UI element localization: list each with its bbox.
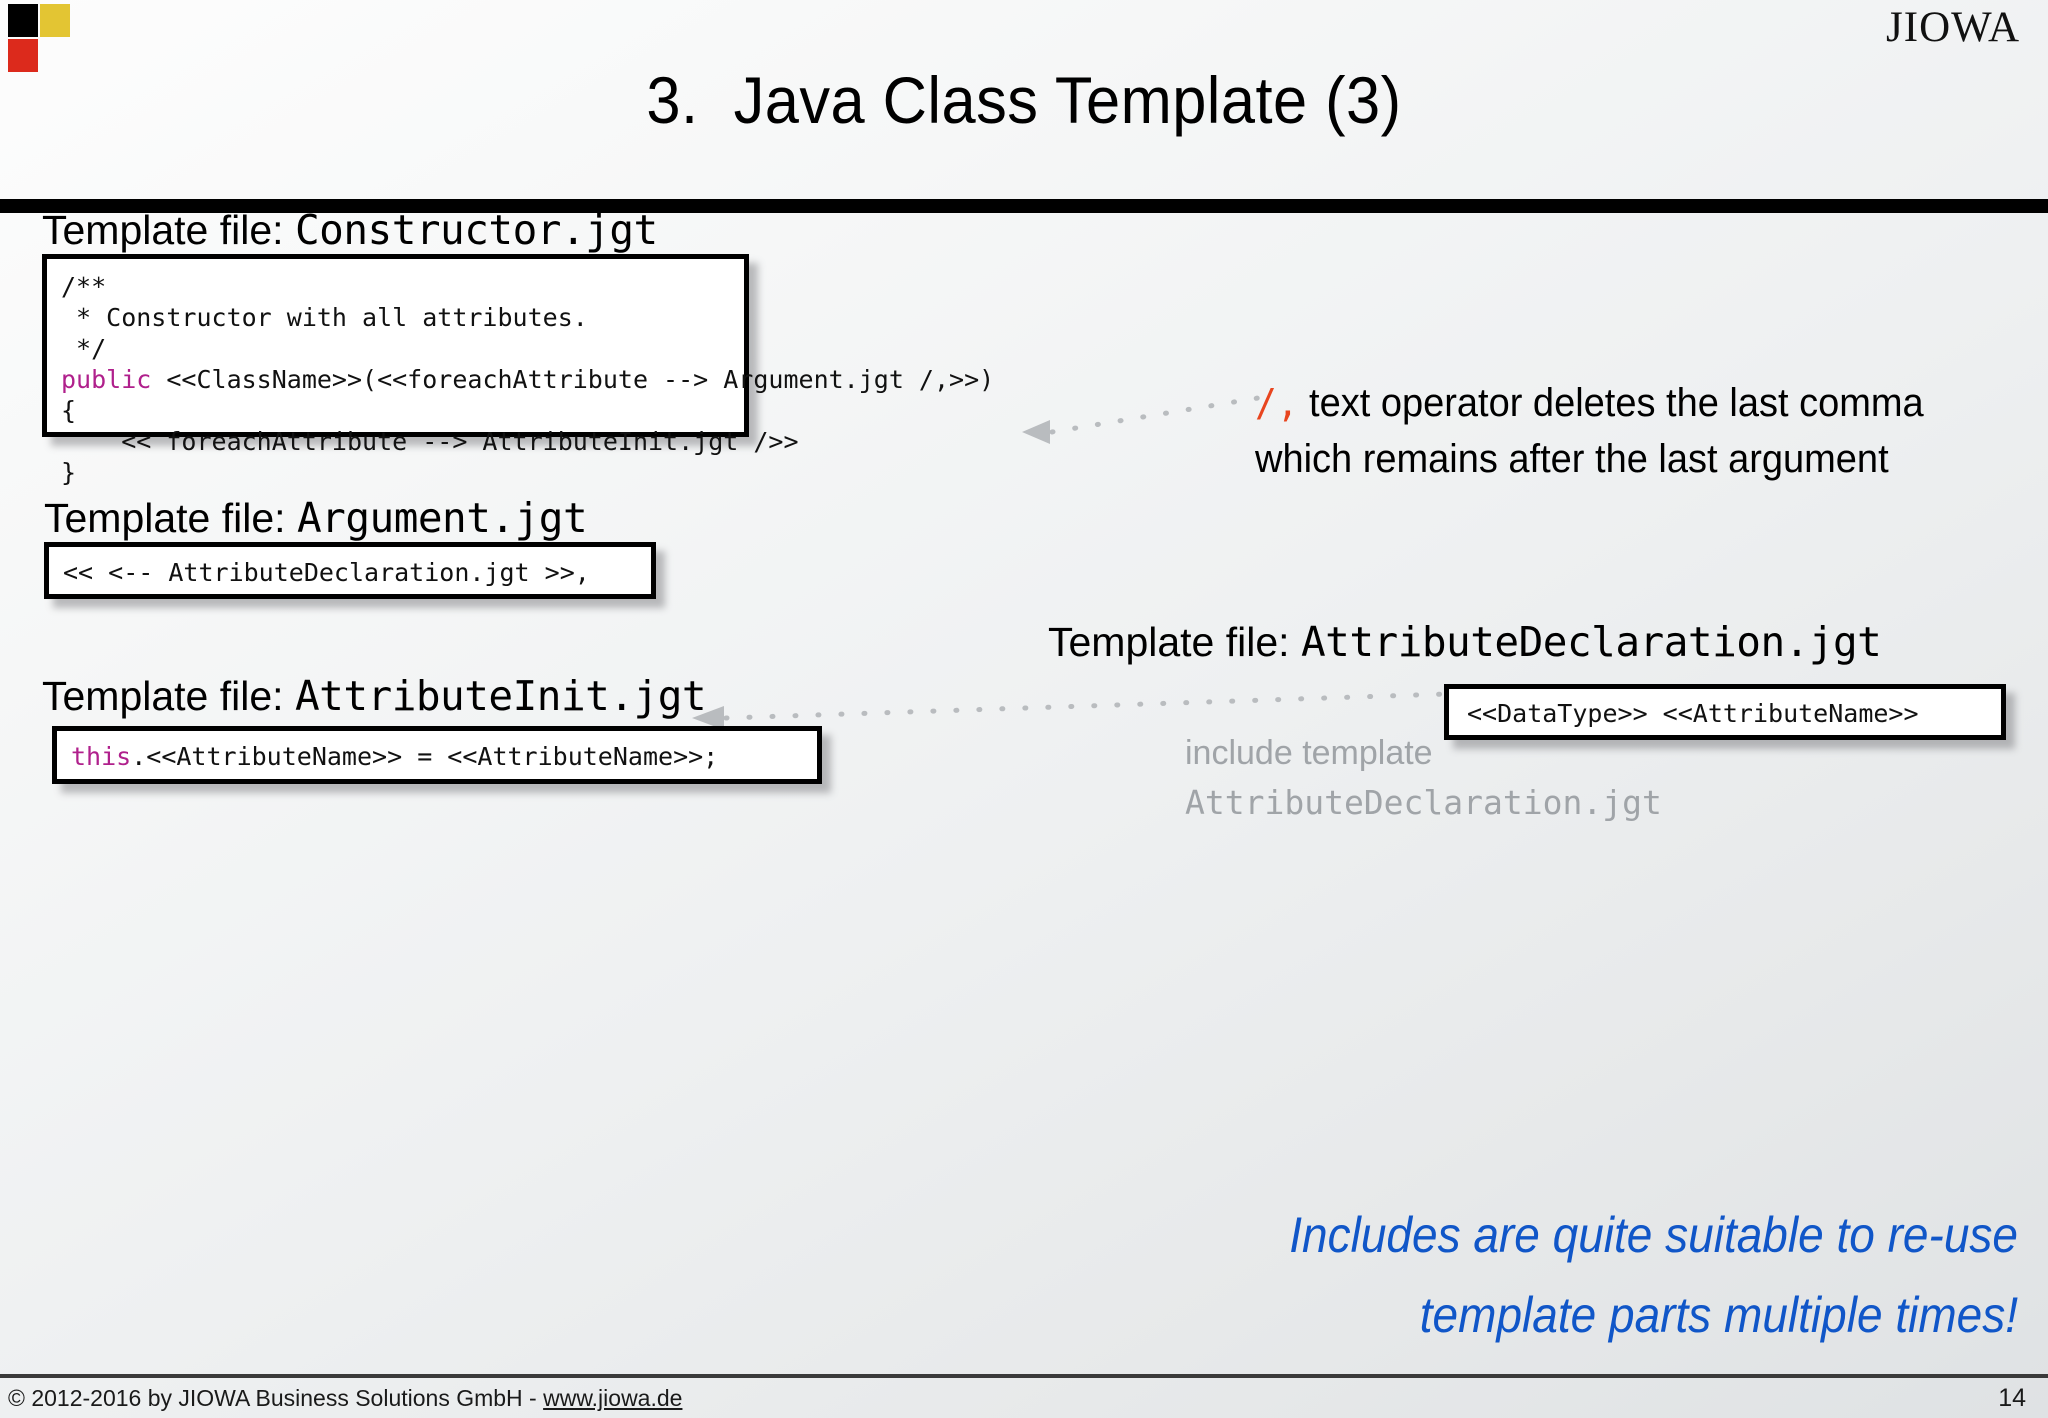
page-number: 14 [1998, 1384, 2026, 1412]
heading-label-attributedeclaration: Template file: [1048, 619, 1301, 665]
jiowa-logo-squares [8, 4, 78, 74]
code-keyword-this: this [71, 742, 132, 771]
title-divider-rule [0, 199, 2048, 213]
callout-line-1: text operator deletes the last comma [1298, 381, 1924, 425]
include-note-line-1: include template [1185, 734, 1433, 772]
heading-label-constructor: Template file: [42, 207, 295, 253]
code-constructor-line-4: public <<ClassName>>(<<foreachAttribute … [61, 364, 994, 395]
code-argument-line: << <-- AttributeDeclaration.jgt >>, [63, 558, 590, 587]
code-constructor-line-7: } [61, 458, 77, 487]
logo-square-red [8, 39, 38, 72]
heading-filename-attributeinit: AttributeInit.jgt [294, 672, 707, 720]
include-note-line-2: AttributeDeclaration.jgt [1185, 783, 1662, 822]
codebox-argument: << <-- AttributeDeclaration.jgt >>, [44, 542, 656, 599]
callout-text-operator: /, text operator deletes the last comma … [1255, 375, 1977, 487]
footer-website-link[interactable]: www.jiowa.de [543, 1385, 683, 1411]
include-template-note: include template AttributeDeclaration.jg… [1185, 728, 1662, 828]
brand-wordmark: JIOWA [1886, 4, 2020, 51]
heading-attributeinit-template: Template file: AttributeInit.jgt [42, 673, 707, 719]
code-constructor-line-1: /** [61, 272, 107, 301]
footer-copyright-text: © 2012-2016 by JIOWA Business Solutions … [8, 1385, 544, 1411]
heading-argument-template: Template file: Argument.jgt [44, 495, 588, 541]
heading-constructor-template: Template file: Constructor.jgt [42, 210, 658, 251]
code-attributeinit-rest: .<<AttributeName>> = <<AttributeName>>; [131, 742, 719, 771]
heading-filename-attributedeclaration: AttributeDeclaration.jgt [1300, 618, 1882, 666]
codebox-attributeinit: this.<<AttributeName>> = <<AttributeName… [52, 726, 822, 784]
heading-label-attributeinit: Template file: [42, 673, 295, 719]
slide-title: 3. Java Class Template (3) [646, 63, 1402, 137]
footer-divider-rule [0, 1374, 2048, 1378]
codebox-attributedeclaration: <<DataType>> <<AttributeName>> [1444, 684, 2006, 740]
heading-filename-argument: Argument.jgt [296, 494, 588, 542]
dotted-arrow-to-constructor [1022, 395, 1260, 444]
code-constructor-line-5: { [61, 396, 77, 425]
footer-copyright: © 2012-2016 by JIOWA Business Solutions … [8, 1385, 682, 1412]
heading-filename-constructor: Constructor.jgt [294, 206, 658, 254]
heading-label-argument: Template file: [44, 495, 297, 541]
code-constructor-signature: <<ClassName>>(<<foreachAttribute --> Arg… [151, 365, 995, 394]
code-constructor-line-2: * Constructor with all attributes. [61, 303, 588, 332]
heading-attributedeclaration-template: Template file: AttributeDeclaration.jgt [1048, 619, 1882, 665]
dotted-arrow-to-argument [692, 691, 1449, 730]
code-attributeinit-line: this.<<AttributeName>> = <<AttributeName… [71, 741, 803, 772]
closing-line-2: template parts multiple times! [1419, 1287, 2018, 1343]
closing-line-1: Includes are quite suitable to re-use [1289, 1207, 2018, 1263]
closing-statement: Includes are quite suitable to re-use te… [1098, 1195, 2018, 1355]
code-constructor-line-6: << foreachAttribute --> AttributeInit.jg… [61, 427, 799, 456]
code-keyword-public: public [61, 365, 152, 394]
code-constructor-line-3: */ [61, 334, 107, 363]
callout-operator-token: /, [1255, 381, 1299, 425]
logo-square-black [8, 4, 38, 37]
callout-line-2: which remains after the last argument [1255, 437, 1889, 481]
code-attributedeclaration-line: <<DataType>> <<AttributeName>> [1467, 699, 1919, 728]
codebox-constructor: /** * Constructor with all attributes. *… [42, 254, 994, 487]
logo-square-yellow [40, 4, 70, 37]
